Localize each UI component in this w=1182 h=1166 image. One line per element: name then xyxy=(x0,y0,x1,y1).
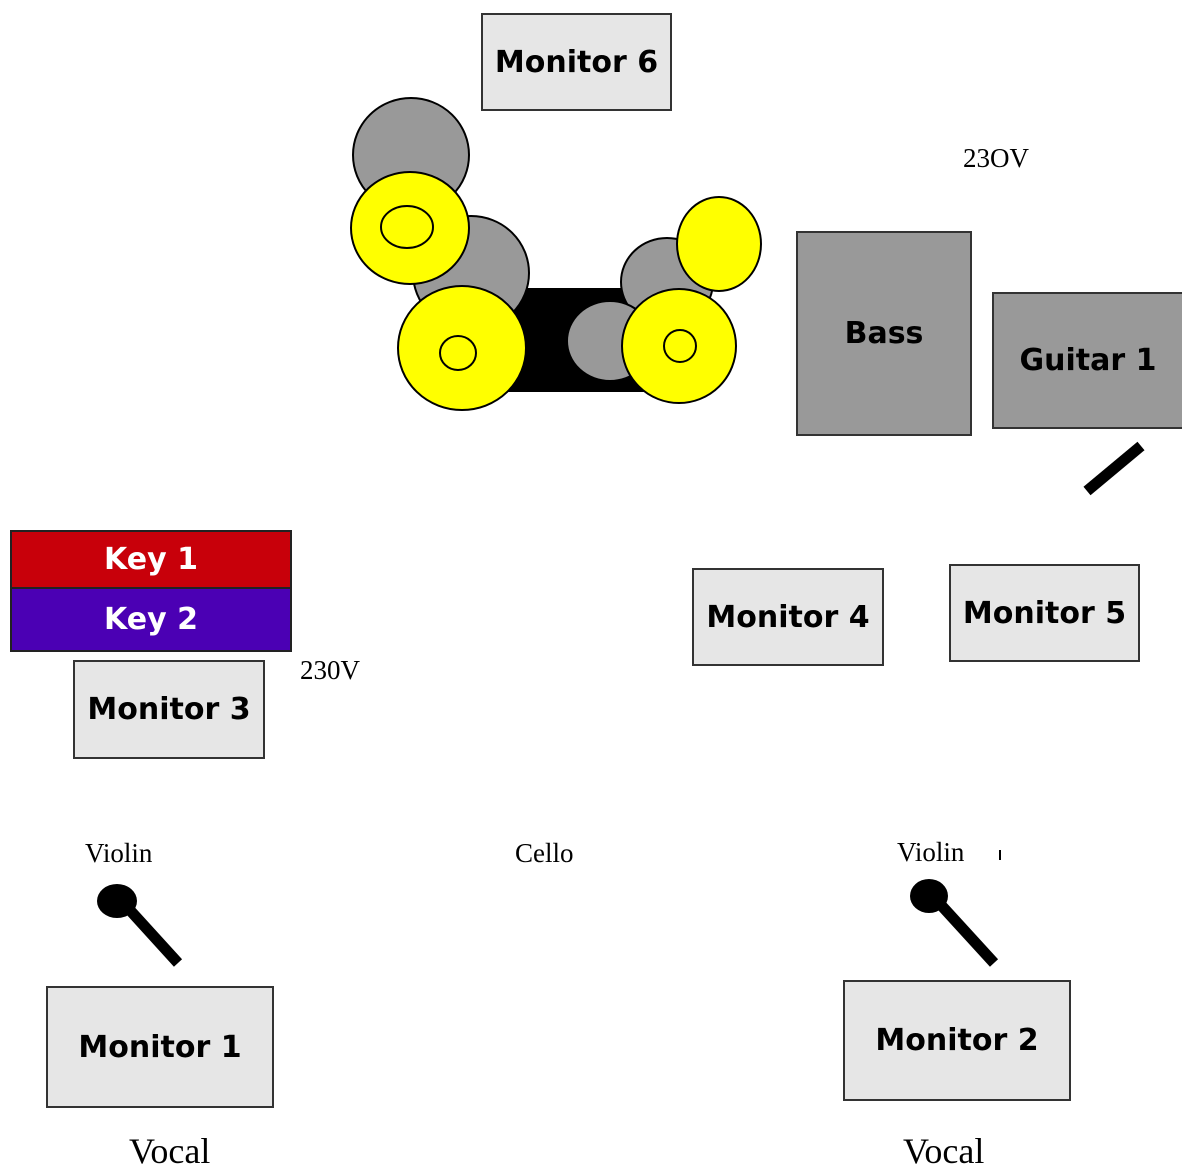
guitar-mic xyxy=(1083,441,1145,496)
monitor-5: Monitor 5 xyxy=(949,564,1140,662)
ride-bell xyxy=(663,329,697,363)
vocal-label-right: Vocal xyxy=(903,1131,985,1166)
crash-bell-left xyxy=(439,335,477,371)
violin-label-right: Violin xyxy=(897,837,965,867)
bass-amp: Bass xyxy=(796,231,972,436)
violin-label-left: Violin xyxy=(85,838,153,868)
key-1: Key 1 xyxy=(10,530,292,589)
cello-label: Cello xyxy=(515,838,574,868)
splash-cymbal xyxy=(676,196,762,292)
vocal-label-left: Vocal xyxy=(129,1131,211,1166)
vocal-mic-left xyxy=(97,884,183,967)
hi-hat-bell xyxy=(380,205,434,249)
monitor-6: Monitor 6 xyxy=(481,13,672,111)
guitar-1-amp: Guitar 1 xyxy=(992,292,1182,429)
drum-kit xyxy=(350,97,762,411)
monitor-2: Monitor 2 xyxy=(843,980,1071,1101)
power-label-top: 23OV xyxy=(963,143,1029,173)
key-2: Key 2 xyxy=(10,587,292,652)
monitor-4: Monitor 4 xyxy=(692,568,884,666)
monitor-1: Monitor 1 xyxy=(46,986,274,1108)
vocal-mic-right xyxy=(910,879,999,967)
power-label-left: 230V xyxy=(300,655,360,685)
monitor-3: Monitor 3 xyxy=(73,660,265,759)
